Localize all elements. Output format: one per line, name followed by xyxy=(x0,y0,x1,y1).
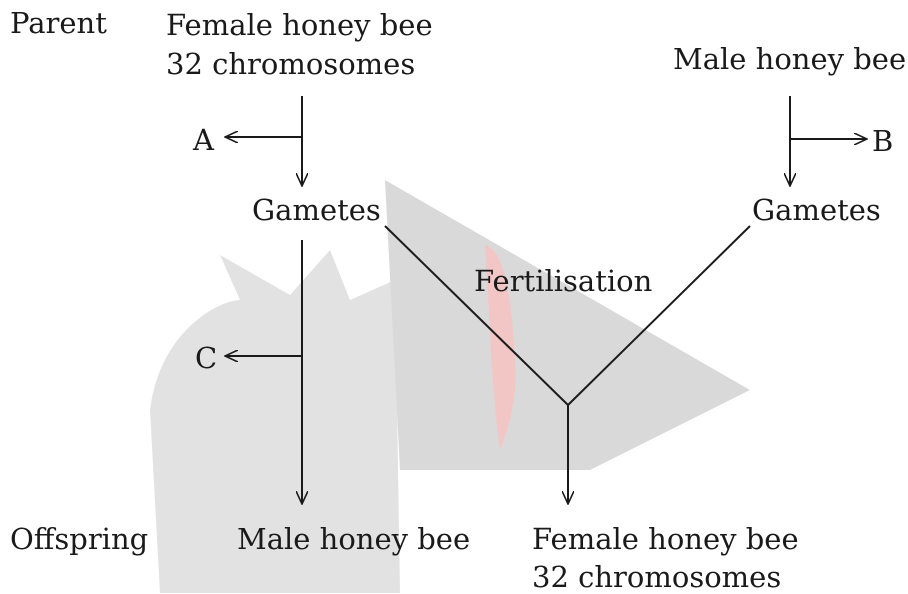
female-gametes-label: Gametes xyxy=(252,193,381,227)
female-parent-title: Female honey bee xyxy=(166,8,433,42)
parent-row-label: Parent xyxy=(10,6,107,40)
male-offspring-title: Male honey bee xyxy=(237,522,470,556)
female-offspring-title: Female honey bee xyxy=(532,522,799,556)
male-gametes-label: Gametes xyxy=(752,193,881,227)
fertilisation-label: Fertilisation xyxy=(474,264,652,298)
fertilisation-line-right xyxy=(568,226,750,405)
marker-c: C xyxy=(195,341,217,375)
female-parent-chromosomes: 32 chromosomes xyxy=(166,47,415,81)
offspring-row-label: Offspring xyxy=(10,522,148,556)
marker-a: A xyxy=(193,123,214,157)
marker-b: B xyxy=(872,124,893,158)
male-parent-title: Male honey bee xyxy=(673,42,906,76)
fertilisation-line-left xyxy=(385,226,568,405)
female-offspring-chromosomes: 32 chromosomes xyxy=(532,560,781,594)
